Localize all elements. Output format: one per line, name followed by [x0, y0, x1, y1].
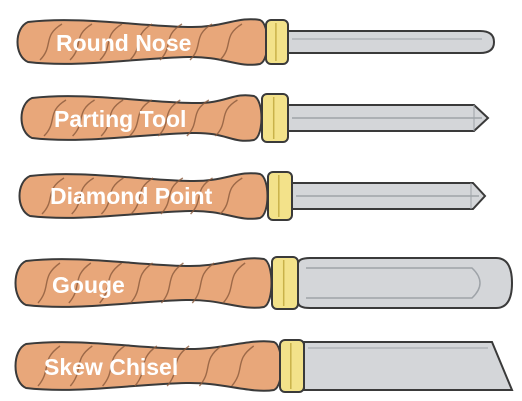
label-round-nose: Round Nose — [56, 30, 191, 56]
label-parting-tool: Parting Tool — [54, 106, 186, 132]
ferrule — [262, 94, 288, 142]
ferrule — [268, 172, 292, 220]
ferrule — [272, 257, 298, 309]
ferrule — [266, 20, 288, 64]
label-diamond-point: Diamond Point — [50, 183, 212, 209]
label-gouge: Gouge — [52, 272, 125, 298]
ferrule — [280, 340, 304, 392]
blade — [304, 342, 512, 390]
blade — [288, 31, 494, 53]
label-skew-chisel: Skew Chisel — [44, 354, 178, 380]
